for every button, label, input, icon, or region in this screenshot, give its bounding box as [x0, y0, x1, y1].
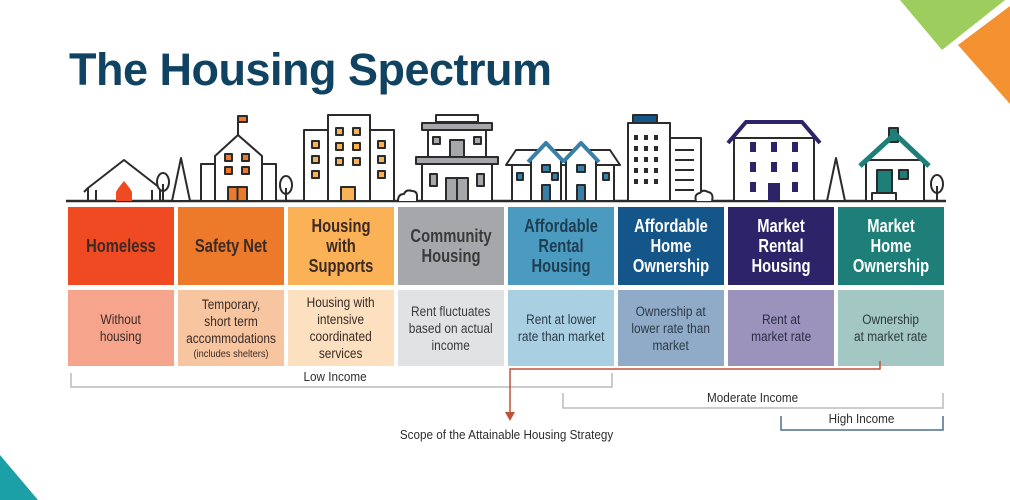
category-label: Housing with Supports	[308, 216, 374, 276]
category-label: Safety Net	[194, 236, 268, 256]
rowhouses-icon	[505, 141, 621, 202]
category-housing-with-supports: Housing with Supports	[288, 207, 394, 285]
description-text: Rent at market rate	[750, 312, 812, 344]
green-triangle-shape	[900, 0, 1005, 50]
description-affordable-rental-housing: Rent at lower rate than market	[508, 290, 614, 366]
category-label: Homeless	[86, 236, 156, 256]
description-text: Rent at lower rate than market	[517, 312, 605, 344]
description-homeless: Without housing	[68, 290, 174, 366]
description-affordable-home-ownership: Ownership at lower rate than market	[618, 290, 724, 366]
category-label: Market Home Ownership	[852, 216, 930, 276]
description-note: (includes shelters)	[193, 347, 269, 360]
description-block: Temporary, short term accommodations (in…	[186, 279, 276, 378]
moderate-income-label: Moderate Income	[707, 390, 799, 405]
category-affordable-home-ownership: Affordable Home Ownership	[618, 207, 724, 285]
description-text: Ownership at lower rate than market	[631, 303, 711, 353]
category-label: Affordable Rental Housing	[524, 216, 598, 276]
category-homeless: Homeless	[68, 207, 174, 285]
page-title: The Housing Spectrum	[69, 44, 552, 95]
category-affordable-rental-housing: Affordable Rental Housing	[508, 207, 614, 285]
description-market-home-ownership: Ownership at market rate	[838, 290, 944, 366]
category-header-row: Homeless Safety Net Housing with Support…	[68, 207, 944, 285]
shelter-building-icon	[200, 115, 277, 202]
category-label: Market Rental Housing	[751, 216, 811, 276]
description-text: Without housing	[100, 312, 142, 344]
category-label: Affordable Home Ownership	[632, 216, 710, 276]
market-rental-building-icon	[726, 120, 822, 202]
community-housing-icon	[415, 114, 499, 202]
detached-house-icon	[858, 127, 931, 202]
low-income-label: Low Income	[303, 369, 367, 384]
description-row: Without housing Temporary, short term ac…	[68, 290, 944, 366]
category-label: Community Housing	[410, 226, 492, 266]
description-housing-with-supports: Housing with intensive coordinated servi…	[288, 290, 394, 366]
description-safety-net: Temporary, short term accommodations (in…	[178, 290, 284, 366]
condo-tower-icon	[627, 114, 702, 202]
description-text: Ownership at market rate	[854, 312, 928, 344]
description-text: Rent fluctuates based on actual income	[409, 303, 493, 353]
orange-triangle-shape	[958, 6, 1010, 104]
category-community-housing: Community Housing	[398, 207, 504, 285]
high-income-label: High Income	[828, 411, 895, 426]
category-safety-net: Safety Net	[178, 207, 284, 285]
supportive-apartment-icon	[303, 114, 395, 202]
skyline-illustration	[66, 114, 946, 203]
tent-icon	[83, 159, 165, 201]
description-text: Temporary, short term accommodations	[186, 296, 276, 346]
category-market-rental-housing: Market Rental Housing	[728, 207, 834, 285]
teal-triangle-shape	[0, 455, 38, 500]
category-market-home-ownership: Market Home Ownership	[838, 207, 944, 285]
scope-label: Scope of the Attainable Housing Strategy	[399, 427, 614, 442]
description-market-rental-housing: Rent at market rate	[728, 290, 834, 366]
description-text: Housing with intensive coordinated servi…	[306, 295, 376, 361]
description-community-housing: Rent fluctuates based on actual income	[398, 290, 504, 366]
